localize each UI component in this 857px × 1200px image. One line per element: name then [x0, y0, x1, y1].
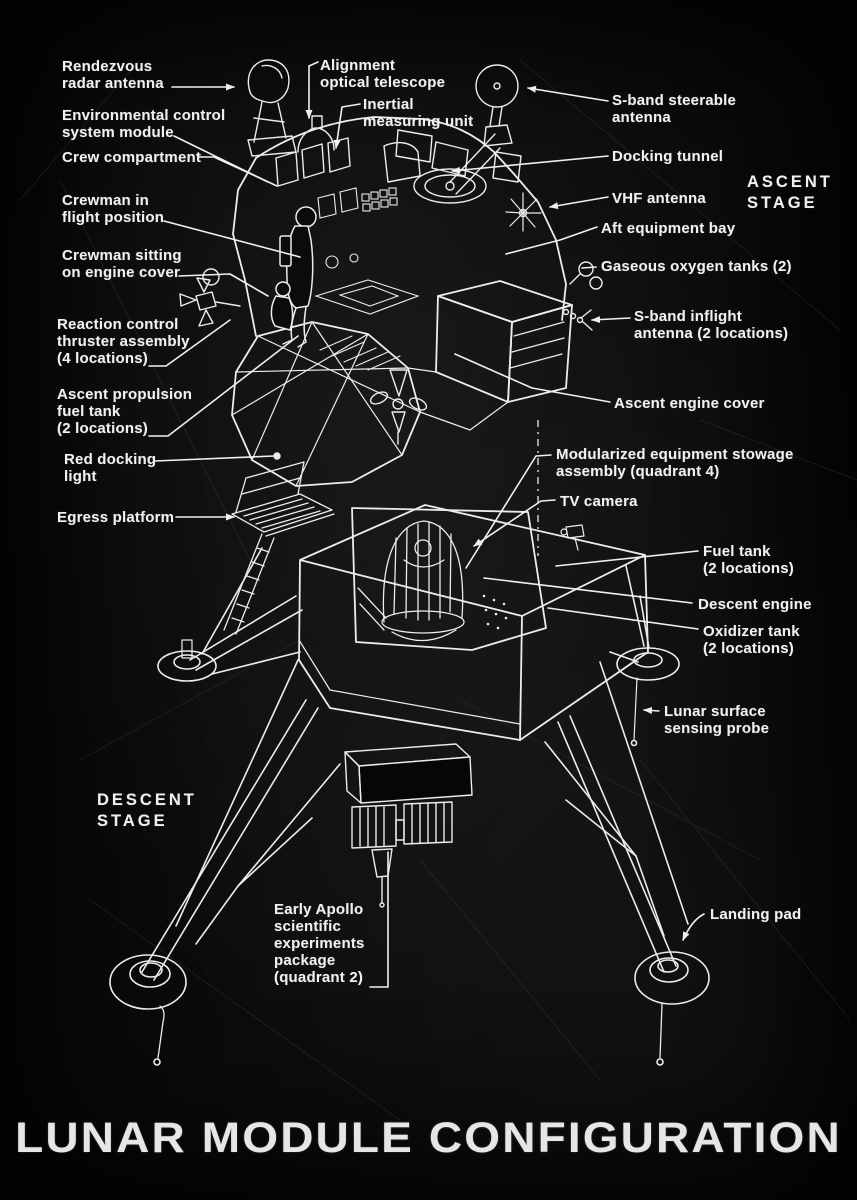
label-lunar-surface-sensing-probe: Lunar surface sensing probe: [664, 703, 770, 737]
caption-descent-stage: DESCENT STAGE: [97, 791, 197, 830]
label-rendezvous-radar-antenna: Rendezvous radar antenna: [62, 58, 164, 92]
label-early-apollo-experiments: Early Apollo scientific experiments pack…: [274, 901, 365, 986]
label-descent-engine: Descent engine: [698, 596, 812, 613]
label-red-docking-light: Red docking light: [64, 451, 157, 485]
label-aft-equipment-bay: Aft equipment bay: [601, 220, 736, 237]
label-reaction-control-thrusters: Reaction control thruster assembly (4 lo…: [57, 316, 190, 367]
label-ascent-engine-cover: Ascent engine cover: [614, 395, 765, 412]
egress-platform-drawing: [223, 461, 335, 635]
label-oxidizer-tank: Oxidizer tank (2 locations): [703, 623, 800, 657]
label-alignment-optical-telescope: Alignment optical telescope: [320, 57, 446, 91]
descent-engine-cutaway: [357, 520, 508, 642]
tv-camera-drawing: [560, 524, 585, 551]
experiments-package-drawing: [344, 743, 473, 908]
label-fuel-tank: Fuel tank (2 locations): [703, 543, 794, 577]
label-gaseous-oxygen-tanks: Gaseous oxygen tanks (2): [601, 258, 792, 275]
label-modularized-stowage: Modularized equipment stowage assembly (…: [556, 446, 794, 480]
label-crewman-sitting: Crewman sitting on engine cover: [62, 247, 182, 281]
ascent-stage-illustration: [231, 116, 573, 487]
scratch-texture: [19, 59, 857, 1121]
label-environmental-control-module: Environmental control system module: [62, 107, 226, 141]
label-docking-tunnel: Docking tunnel: [612, 148, 724, 165]
crewman-figures: [270, 206, 317, 348]
label-sband-inflight-antenna: S-band inflight antenna (2 locations): [634, 308, 789, 342]
landing-gear: [109, 547, 710, 1066]
label-ascent-propulsion-fuel-tank: Ascent propulsion fuel tank (2 locations…: [57, 386, 193, 437]
leader-lines: [148, 61, 705, 988]
caption-ascent-stage: ASCENT STAGE: [747, 173, 833, 212]
label-tv-camera: TV camera: [560, 493, 638, 510]
label-crewman-flight-position: Crewman in flight position: [62, 192, 165, 226]
poster-title: LUNAR MODULE CONFIGURATION: [15, 1114, 842, 1162]
label-inertial-measuring-unit: Inertial measuring unit: [363, 96, 474, 130]
label-landing-pad: Landing pad: [710, 906, 802, 923]
ascent-stage-details: [179, 59, 603, 460]
red-docking-light-dot: [273, 452, 281, 460]
cabin-interior-panels: [314, 187, 420, 371]
label-crew-compartment: Crew compartment: [62, 149, 202, 166]
label-egress-platform: Egress platform: [57, 509, 175, 526]
label-sband-steerable-antenna: S-band steerable antenna: [612, 92, 737, 126]
label-vhf-antenna: VHF antenna: [612, 190, 706, 207]
descent-stage-illustration: [298, 504, 649, 741]
